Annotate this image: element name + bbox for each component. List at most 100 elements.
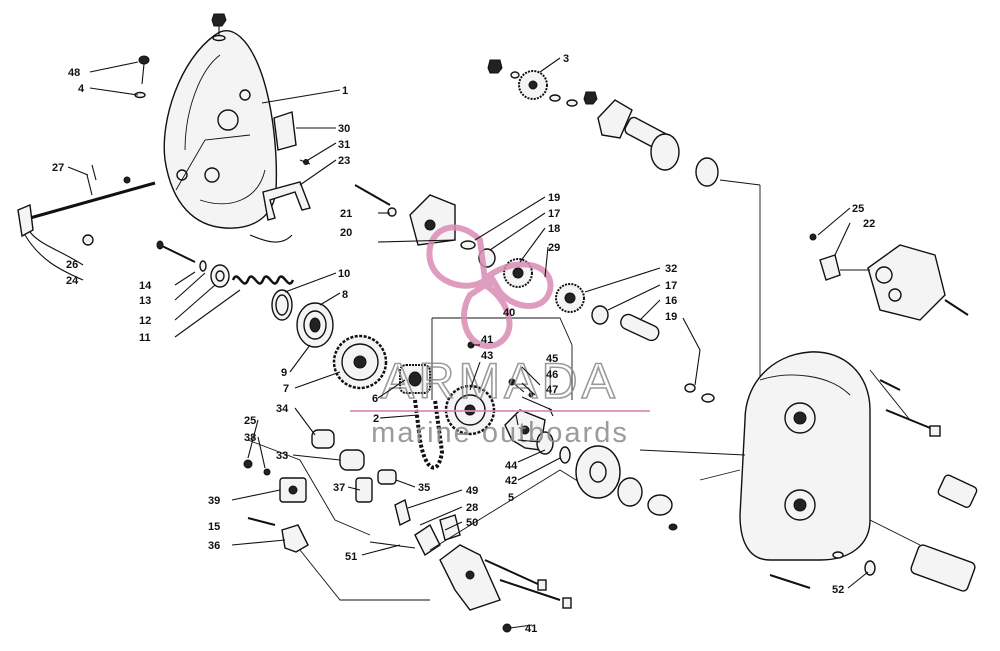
gearcase-bolts <box>699 369 978 592</box>
block-39 <box>279 477 307 503</box>
watermark-tagline: marine outboards <box>371 417 629 449</box>
propeller-logo <box>426 224 554 349</box>
sprocket-8 <box>296 302 334 348</box>
callout-40: 40 <box>503 307 515 319</box>
bolt-14 <box>156 240 196 263</box>
small-fasteners-41-47 <box>467 341 554 417</box>
callout-22: 22 <box>863 218 875 230</box>
washer-19 <box>460 240 476 250</box>
callout-numbers: 1 2 3 4 5 6 7 8 9 10 11 12 13 14 15 16 1… <box>52 53 875 635</box>
nut-25-38 <box>243 439 371 536</box>
callout-8: 8 <box>342 289 348 301</box>
bracket-40-leader <box>431 317 573 400</box>
callout-25a: 25 <box>244 415 256 427</box>
washer-19b <box>684 383 715 403</box>
shaft-16 <box>620 313 660 342</box>
drive-chain-2 <box>413 399 445 470</box>
callout-43: 43 <box>481 350 493 362</box>
callout-3: 3 <box>563 53 569 65</box>
callout-41b: 41 <box>525 623 537 635</box>
callout-51: 51 <box>345 551 357 563</box>
bracket-lower <box>439 544 572 633</box>
callout-10: 10 <box>338 268 350 280</box>
callout-39: 39 <box>208 495 220 507</box>
callout-36: 36 <box>208 540 220 552</box>
callout-23: 23 <box>338 155 350 167</box>
callout-32: 32 <box>665 263 677 275</box>
callout-47: 47 <box>546 384 558 396</box>
spacer-35 <box>377 469 397 485</box>
callout-35: 35 <box>418 482 430 494</box>
callout-25b: 25 <box>852 203 864 215</box>
screw-15 <box>247 517 276 526</box>
callout-17b: 17 <box>665 280 677 292</box>
sprocket-3 <box>487 59 598 107</box>
large-sprocket-7 <box>332 334 388 390</box>
callout-49: 49 <box>466 485 478 497</box>
lever-36 <box>281 524 309 553</box>
handle-23 <box>249 181 311 243</box>
callout-31: 31 <box>338 139 350 151</box>
sprocket-32 <box>555 283 585 313</box>
armada-watermark: ARMADA marine outboards <box>350 224 650 449</box>
callout-34: 34 <box>276 403 289 415</box>
callout-29: 29 <box>548 242 560 254</box>
callout-27: 27 <box>52 162 64 174</box>
fastener-48 <box>134 55 150 99</box>
callout-42: 42 <box>505 475 517 487</box>
callout-37: 37 <box>333 482 345 494</box>
callout-17a: 17 <box>548 208 560 220</box>
callout-20: 20 <box>340 227 352 239</box>
callout-30: 30 <box>338 123 350 135</box>
callout-19a: 19 <box>548 192 560 204</box>
bushing-33 <box>339 449 365 471</box>
pinion-6 <box>399 364 431 394</box>
bearing-17b <box>591 305 609 325</box>
bushing-34 <box>311 429 335 449</box>
callout-50: 50 <box>466 517 478 529</box>
callout-33: 33 <box>276 450 288 462</box>
callout-15: 15 <box>208 521 220 533</box>
callout-12: 12 <box>139 315 151 327</box>
callout-2: 2 <box>373 413 379 425</box>
callout-9: 9 <box>281 367 287 379</box>
callout-7: 7 <box>283 383 289 395</box>
callout-48: 48 <box>68 67 80 79</box>
callout-44: 44 <box>505 460 518 472</box>
callout-5: 5 <box>508 492 514 504</box>
callout-6: 6 <box>372 393 378 405</box>
callout-11: 11 <box>139 332 151 344</box>
callout-1: 1 <box>342 85 348 97</box>
callout-38: 38 <box>244 432 256 444</box>
callout-46: 46 <box>546 369 558 381</box>
callout-45: 45 <box>546 353 558 365</box>
bearing-housing <box>597 99 761 395</box>
callout-26: 26 <box>66 259 78 271</box>
spring-11 <box>231 275 295 285</box>
shift-rod-24 <box>17 164 156 246</box>
brake-disc <box>575 445 746 531</box>
callout-14: 14 <box>139 280 152 292</box>
callout-41a: 41 <box>481 334 493 346</box>
callout-19b: 19 <box>665 311 677 323</box>
washer-13 <box>199 260 207 272</box>
callout-52: 52 <box>832 584 844 596</box>
callout-13: 13 <box>139 295 151 307</box>
collar-42 <box>536 431 571 464</box>
callout-18: 18 <box>548 223 560 235</box>
callout-28: 28 <box>466 502 478 514</box>
leader-lines <box>24 57 869 629</box>
cap-screw-top <box>211 13 227 42</box>
ring-10 <box>271 289 293 321</box>
pin-37 <box>355 477 373 503</box>
link-28-49-50 <box>369 498 461 557</box>
chaincase-cover <box>163 30 278 229</box>
callout-16: 16 <box>665 295 677 307</box>
callout-21: 21 <box>340 208 352 220</box>
caliper-22 <box>809 233 969 321</box>
bracket-20 <box>354 184 456 246</box>
bracket-30 <box>273 111 311 165</box>
bearing-12 <box>210 264 230 288</box>
